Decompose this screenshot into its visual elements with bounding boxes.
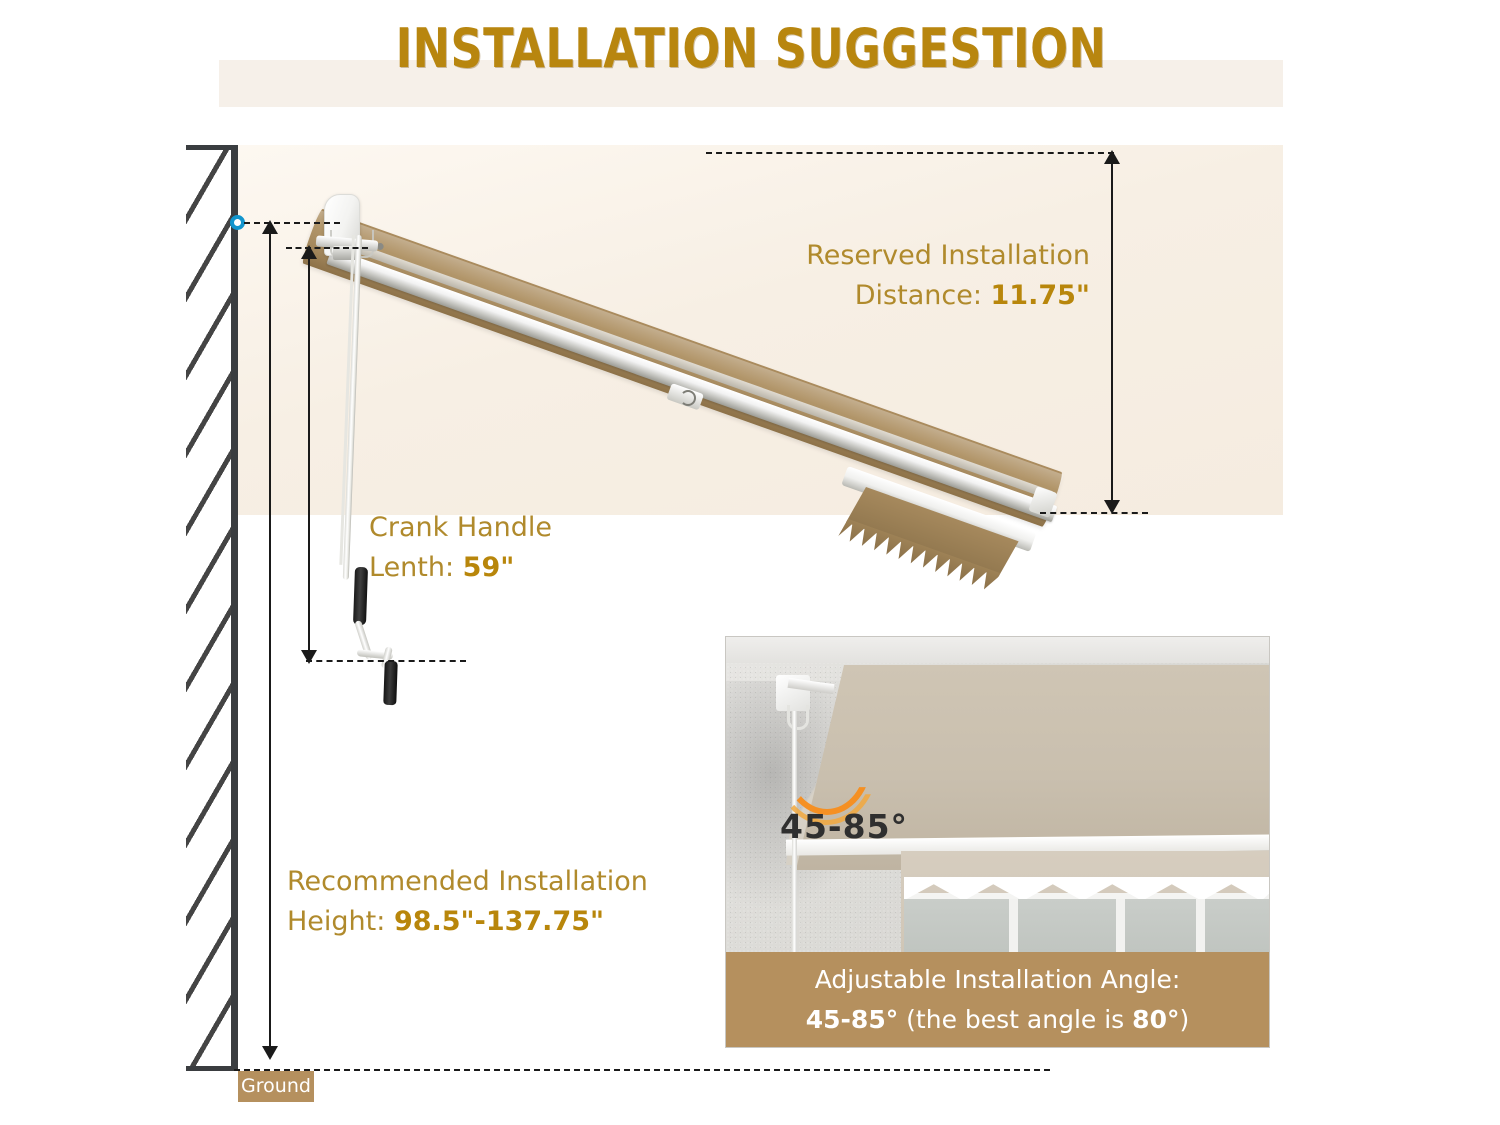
page-title: INSTALLATION SUGGESTION [395, 17, 1107, 80]
photo-window-mullion [1116, 899, 1125, 971]
recommended-height-callout: Recommended Installation Height: 98.5"-1… [287, 862, 687, 942]
reserved-distance-value: 11.75" [990, 280, 1090, 311]
crank-length-arrow-up [301, 245, 317, 259]
recommended-height-line2-prefix: Height: [287, 906, 394, 937]
crank-handle [330, 234, 400, 706]
angle-banner-line1: Adjustable Installation Angle: [814, 965, 1181, 994]
crank-handle-tip [383, 660, 398, 706]
wall-bottom-cap [186, 1066, 238, 1071]
reserved-distance-line1: Reserved Installation [806, 240, 1090, 271]
recommended-height-line1: Recommended Installation [287, 866, 648, 897]
recommended-height-top-dashed-line [244, 222, 340, 224]
ground-dashed-line [234, 1069, 1050, 1071]
recommended-height-arrow-down [262, 1046, 278, 1060]
wall-top-cap [186, 145, 238, 150]
arm-joint-ring-icon [680, 390, 696, 406]
crank-handle-value: 59" [462, 552, 515, 583]
reserved-distance-arrow-down [1104, 500, 1120, 514]
angle-banner: Adjustable Installation Angle: 45-85° (t… [726, 952, 1269, 1047]
photo-angle-value: 45-85° [780, 807, 909, 846]
angle-banner-range: 45-85° [805, 1005, 899, 1034]
angle-banner-best: 80° [1132, 1005, 1180, 1034]
reserved-distance-callout: Reserved Installation Distance: 11.75" [790, 236, 1090, 316]
illustration-panel [236, 145, 1283, 515]
crank-length-top-dashed-line [286, 247, 368, 249]
reserved-distance-top-dashed-line [706, 152, 1114, 154]
header-band [219, 60, 1283, 107]
reserved-distance-arrow-up [1104, 150, 1120, 164]
photo-window-mullion [1009, 899, 1018, 971]
reserved-distance-bottom-dashed-line [1040, 512, 1148, 514]
reserved-distance-dimension-line [1111, 158, 1113, 508]
wall-edge-line [231, 145, 238, 1071]
photo-window-mullion [1196, 899, 1205, 971]
ground-label: Ground [238, 1071, 314, 1102]
crank-length-dimension-line [308, 253, 310, 657]
crank-grip-sleeve [352, 566, 369, 626]
wall-hatch-pattern [186, 145, 232, 1071]
wall-section [186, 145, 238, 1071]
recommended-height-arrow-up [262, 220, 278, 234]
photo-crank-pole [792, 711, 797, 971]
angle-banner-mid: (the best angle is [898, 1005, 1133, 1034]
photo-angle-arc-icon [782, 759, 872, 815]
recommended-height-value: 98.5"-137.75" [393, 906, 605, 937]
photo-angle-arc-outer-icon [774, 763, 878, 825]
recommended-height-dimension-line [269, 228, 271, 1053]
crank-handle-line2-prefix: Lenth: [369, 552, 463, 583]
photo-ceiling [726, 637, 1269, 663]
crank-length-bottom-dashed-line [306, 660, 466, 662]
mount-point-marker-icon [230, 215, 245, 230]
crank-handle-line1: Crank Handle [369, 512, 553, 543]
reserved-distance-line2-prefix: Distance: [854, 280, 991, 311]
angle-banner-end: ) [1179, 1005, 1190, 1034]
crank-handle-callout: Crank Handle Lenth: 59" [369, 508, 669, 588]
photo-hook-icon [787, 705, 809, 730]
